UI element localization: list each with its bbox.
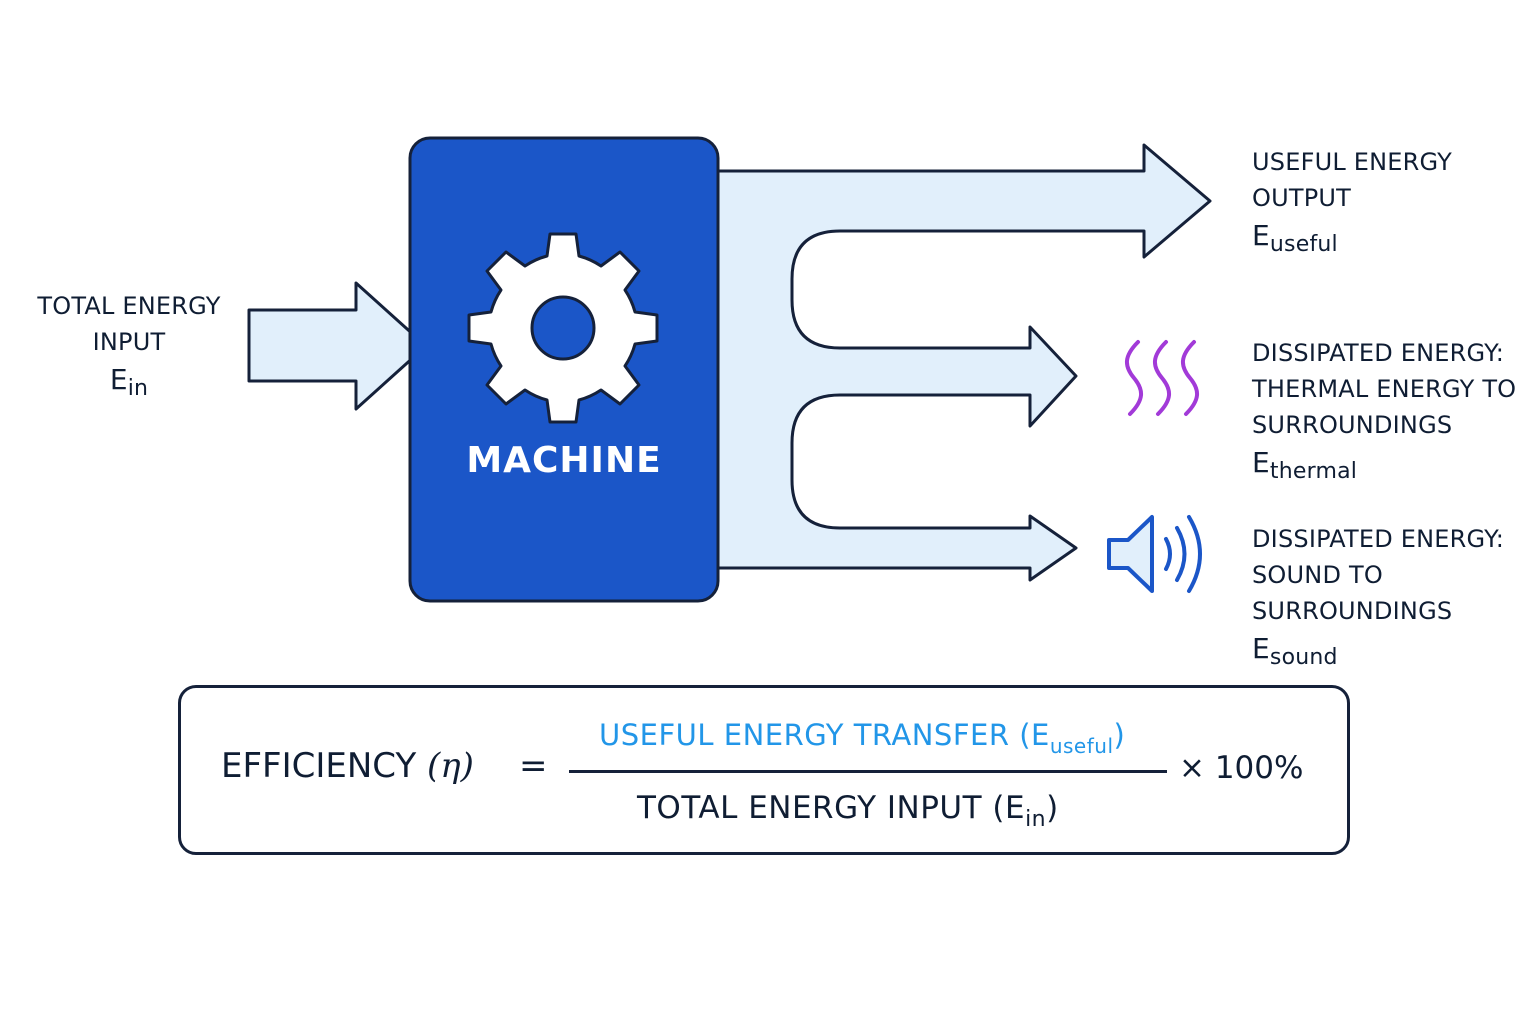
sound-label-line1: DISSIPATED ENERGY:: [1252, 525, 1505, 553]
sound-output-label: DISSIPATED ENERGY: SOUND TO SURROUNDINGS…: [1252, 521, 1504, 672]
input-label: TOTAL ENERGY INPUT Ein: [0, 288, 258, 403]
formula-multiplier: × 100%: [1179, 750, 1304, 786]
thermal-symbol: Ethermal: [1252, 446, 1358, 484]
sound-label-line2: SOUND TO: [1252, 561, 1383, 589]
thermal-label-line3: SURROUNDINGS: [1252, 411, 1453, 439]
speaker-icon: [1107, 515, 1202, 593]
machine-label: MACHINE: [466, 440, 662, 481]
fraction-bar: [569, 770, 1167, 773]
sound-symbol: Esound: [1252, 632, 1338, 670]
input-label-line1: TOTAL ENERGY: [37, 292, 221, 320]
input-symbol: Ein: [109, 363, 149, 401]
thermal-label-line2: THERMAL ENERGY TO: [1252, 375, 1517, 403]
input-label-line2: INPUT: [92, 328, 166, 356]
sound-label-line3: SURROUNDINGS: [1252, 597, 1453, 625]
eta-symbol: (η): [427, 746, 474, 786]
gear-icon: [467, 232, 659, 424]
useful-label-line2: OUTPUT: [1252, 184, 1352, 212]
useful-symbol: Euseful: [1252, 219, 1338, 257]
formula-numerator: USEFUL ENERGY TRANSFER (Euseful): [599, 718, 1126, 758]
formula-equals: =: [519, 746, 548, 786]
thermal-output-label: DISSIPATED ENERGY: THERMAL ENERGY TO SUR…: [1252, 335, 1516, 486]
output-arrows: [714, 143, 1212, 582]
formula-denominator: TOTAL ENERGY INPUT (Ein): [637, 790, 1059, 832]
formula-lhs: EFFICIENCY (η): [221, 746, 474, 786]
thermal-label-line1: DISSIPATED ENERGY:: [1252, 339, 1505, 367]
efficiency-formula-box: EFFICIENCY (η) = USEFUL ENERGY TRANSFER …: [178, 685, 1350, 855]
useful-label-line1: USEFUL ENERGY: [1252, 148, 1452, 176]
useful-output-label: USEFUL ENERGY OUTPUT Euseful: [1252, 144, 1452, 259]
heat-waves-icon: [1125, 340, 1199, 416]
input-arrow: [247, 281, 428, 411]
